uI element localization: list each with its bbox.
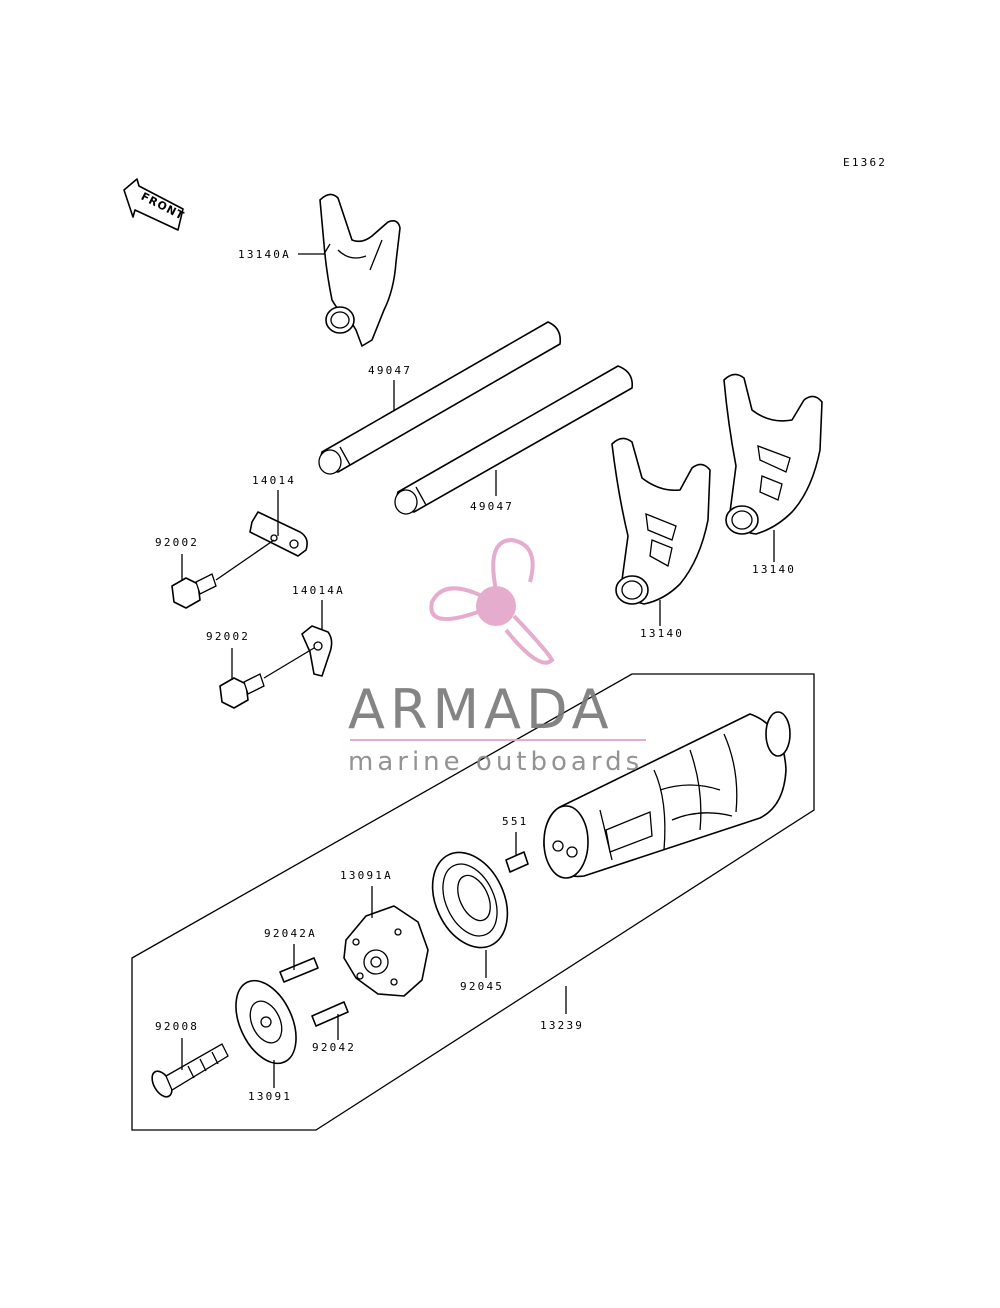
pin-92042 <box>311 1001 349 1027</box>
label-92045: 92045 <box>460 980 504 993</box>
shift-rod-upper <box>318 321 562 475</box>
label-13091a: 13091A <box>340 869 393 882</box>
label-13140-mid: 13140 <box>640 627 684 640</box>
label-14014: 14014 <box>252 474 296 487</box>
label-13239: 13239 <box>540 1019 584 1032</box>
label-92002-lower: 92002 <box>206 630 250 643</box>
label-92008: 92008 <box>155 1020 199 1033</box>
shift-fork-13140-right <box>723 373 823 535</box>
label-13140-right: 13140 <box>752 563 796 576</box>
logo-name: ARMADA <box>348 678 614 741</box>
bolt-92008 <box>151 1043 229 1098</box>
shift-fork-13140-mid <box>611 437 711 605</box>
label-49047-upper: 49047 <box>368 364 412 377</box>
holder-13091a <box>343 905 429 997</box>
assembly-box <box>131 673 815 1131</box>
bolt-92002-lower <box>219 647 315 709</box>
label-49047-lower: 49047 <box>470 500 514 513</box>
cam-plate-13091 <box>235 979 297 1065</box>
propeller-hub <box>476 586 516 626</box>
label-14014a: 14014A <box>292 584 345 597</box>
plate-14014a <box>301 625 333 677</box>
label-92042a: 92042A <box>264 927 317 940</box>
label-551: 551 <box>502 815 528 828</box>
label-13140a: 13140A <box>238 248 291 261</box>
label-92042: 92042 <box>312 1041 356 1054</box>
logo-tagline: marine outboards <box>348 747 643 777</box>
label-13091: 13091 <box>248 1090 292 1103</box>
pin-92042a <box>279 957 319 983</box>
shift-drum <box>543 711 791 879</box>
bearing-92045 <box>431 851 509 949</box>
armada-logo: ARMADA marine outboards <box>348 537 646 777</box>
diagram-code: E1362 <box>843 156 887 169</box>
label-92002-upper: 92002 <box>155 536 199 549</box>
shift-rod-lower <box>394 365 634 515</box>
bolt-92002-upper <box>171 539 275 609</box>
propeller-icon <box>429 537 555 665</box>
shift-fork-13140a <box>319 193 401 347</box>
front-arrow-icon: FRONT <box>123 178 187 231</box>
pin-551 <box>505 851 529 873</box>
